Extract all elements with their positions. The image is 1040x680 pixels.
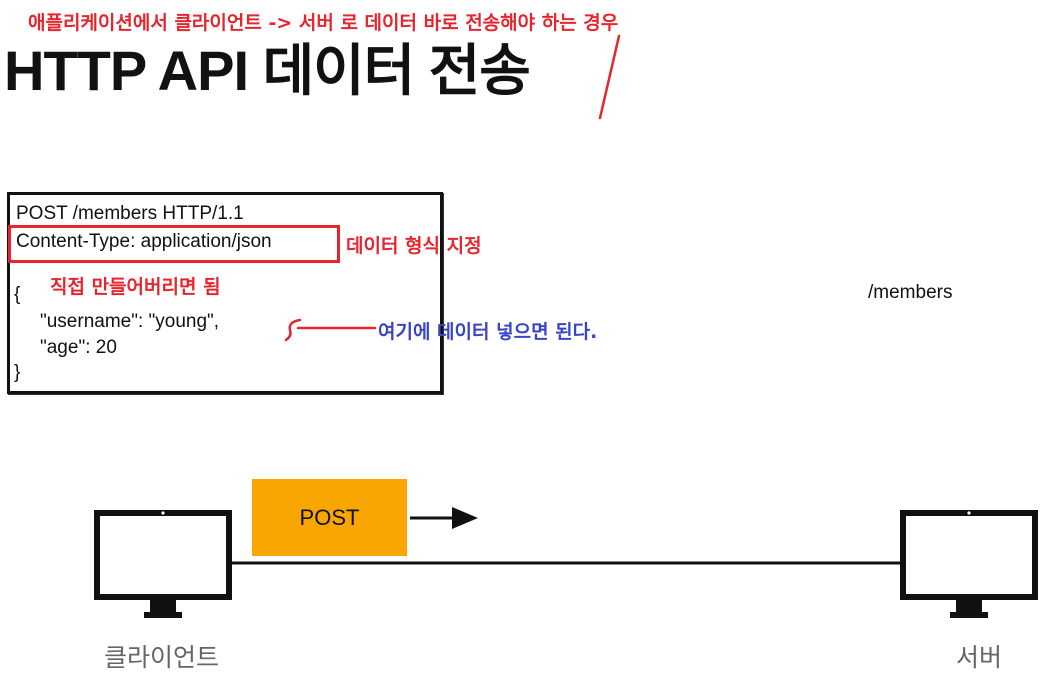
client-label: 클라이언트	[104, 643, 220, 672]
body-close-brace: }	[14, 362, 21, 383]
body-arrow-bracket	[284, 318, 302, 342]
post-method-label: POST	[299, 504, 360, 530]
content-type-highlight	[8, 225, 340, 263]
content-type-header: Content-Type: application/json	[16, 231, 272, 252]
page-title: HTTP API 데이터 전송	[4, 39, 531, 102]
post-method-block: POST	[252, 479, 407, 556]
post-arrow-icon	[410, 507, 478, 529]
server-monitor-icon	[900, 510, 1038, 618]
top-note-stroke	[598, 34, 621, 120]
members-path-label: /members	[868, 282, 953, 303]
server-label: 서버	[956, 643, 1003, 672]
body-annotation: 여기에 데이터 넣으면 된다.	[378, 321, 598, 343]
client-monitor-icon	[94, 510, 232, 618]
body-age-line: "age": 20	[40, 337, 117, 358]
top-annotation: 애플리케이션에서 클라이언트 -> 서버 로 데이터 바로 전송해야 하는 경우	[28, 12, 619, 34]
body-open-brace: {	[14, 284, 21, 305]
content-type-annotation: 데이터 형식 지정	[346, 235, 482, 257]
request-line: POST /members HTTP/1.1	[16, 203, 244, 224]
http-message-box	[7, 192, 443, 394]
body-username-line: "username": "young",	[40, 311, 220, 332]
make-it-annotation: 직접 만들어버리면 됨	[50, 276, 221, 298]
